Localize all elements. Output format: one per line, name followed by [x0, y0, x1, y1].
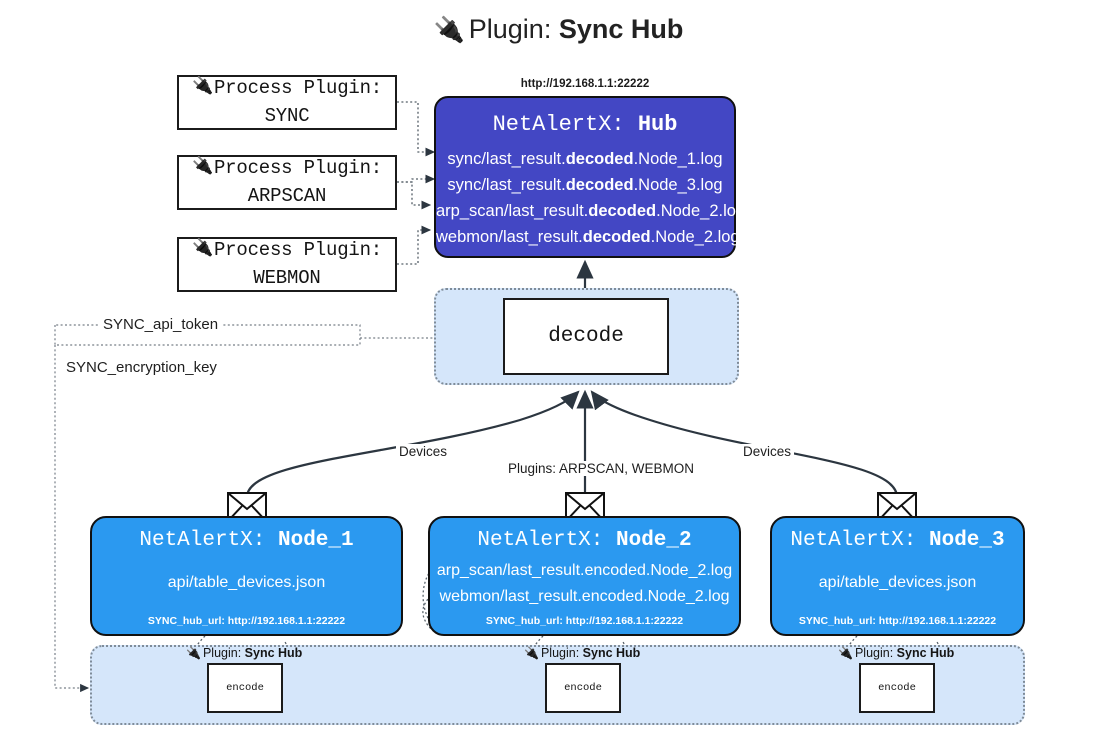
node-title: NetAlertX: Node_3 [790, 529, 1004, 552]
edge-label-plugins-middle: Plugins: ARPSCAN, WEBMON [505, 461, 698, 476]
log-post: .Node_2.log [656, 201, 746, 220]
process-plugin-label: Process Plugin: [213, 156, 382, 179]
node-line: api/table_devices.json [818, 574, 977, 591]
node-box-node-3[interactable]: NetAlertX: Node_3 api/table_devices.json… [770, 516, 1025, 636]
encoder-plugin-tag: 🔌 Plugin: Sync Hub [524, 646, 640, 660]
node-title-prefix: NetAlertX: [790, 529, 917, 552]
edge-label-devices-right: Devices [740, 444, 795, 459]
process-plugin-header: 🔌 Process Plugin: [192, 155, 382, 183]
process-plugin-header: 🔌 Process Plugin: [192, 237, 382, 265]
process-plugin-name: WEBMON [253, 266, 321, 289]
node-title-prefix: NetAlertX: [477, 529, 604, 552]
encoder-tag-prefix: Plugin: [854, 646, 894, 660]
process-plugin-box-sync[interactable]: 🔌 Process Plugin: SYNC [177, 75, 397, 130]
hub-log-line: arp_scan/last_result.decoded.Node_2.log [436, 199, 745, 225]
log-pre: sync/last_result. [447, 175, 566, 194]
log-pre: webmon/last_result. [436, 227, 583, 246]
plug-icon: 🔌 [524, 646, 539, 660]
hub-url-label: http://192.168.1.1:22222 [520, 78, 650, 90]
node-line: api/table_devices.json [167, 574, 326, 591]
log-strong: decoded [565, 175, 634, 194]
node-footer: SYNC_hub_url: http://192.168.1.1:22222 [798, 615, 997, 627]
encoder-plugin-tag: 🔌 Plugin: Sync Hub [838, 646, 954, 660]
node-title-name: Node_3 [929, 529, 1005, 552]
encoder-plugin-tag: 🔌 Plugin: Sync Hub [186, 646, 302, 660]
plug-icon: 🔌 [192, 240, 213, 260]
process-plugin-header: 🔌 Process Plugin: [192, 75, 382, 103]
log-pre: sync/last_result. [447, 150, 566, 168]
edge-label-devices-left: Devices [396, 444, 451, 459]
node-title: NetAlertX: Node_1 [139, 529, 353, 552]
process-plugin-name: SYNC [264, 104, 310, 127]
page-title-name: Sync Hub [558, 14, 684, 44]
node-footer: SYNC_hub_url: http://192.168.1.1:22222 [485, 615, 684, 627]
log-post: .Node_3.log [633, 175, 723, 194]
encoder-tag-prefix: Plugin: [540, 646, 580, 660]
node-title-name: Node_1 [278, 529, 354, 552]
hub-log-line: sync/last_result.decoded.Node_1.log [436, 147, 734, 173]
encode-box-node-3[interactable]: encode [859, 663, 935, 713]
log-post: .Node_2.log [650, 227, 740, 246]
process-plugin-box-webmon[interactable]: 🔌 Process Plugin: WEBMON [177, 237, 397, 292]
encoder-tag-name: Sync Hub [896, 646, 955, 660]
node-line: webmon/last_result.encoded.Node_2.log [439, 588, 730, 606]
page-title: 🔌Plugin: Sync Hub [0, 14, 1117, 45]
plug-icon: 🔌 [192, 78, 213, 98]
plug-icon: 🔌 [433, 16, 465, 44]
hub-title: NetAlertX: Hub [436, 112, 734, 137]
encode-box-node-1[interactable]: encode [207, 663, 283, 713]
plug-icon: 🔌 [192, 158, 213, 178]
process-plugin-name: ARPSCAN [247, 184, 327, 207]
node-footer: SYNC_hub_url: http://192.168.1.1:22222 [147, 615, 346, 627]
node-line: arp_scan/last_result.encoded.Node_2.log [436, 562, 733, 579]
hub-title-name: Hub [637, 112, 678, 137]
log-strong: decoded [588, 201, 657, 220]
plug-icon: 🔌 [838, 646, 853, 660]
node-box-node-1[interactable]: NetAlertX: Node_1 api/table_devices.json… [90, 516, 403, 636]
log-strong: decoded [582, 227, 651, 246]
hub-title-prefix: NetAlertX: [492, 112, 625, 137]
page-title-prefix: Plugin: [468, 14, 552, 44]
node-title-name: Node_2 [616, 529, 692, 552]
process-plugin-box-arpscan[interactable]: 🔌 Process Plugin: ARPSCAN [177, 155, 397, 210]
encoder-tag-name: Sync Hub [244, 646, 303, 660]
sync-api-token-label: SYNC_api_token [100, 316, 222, 333]
hub-log-line: sync/last_result.decoded.Node_3.log [436, 173, 734, 199]
plug-icon: 🔌 [186, 646, 201, 660]
log-post: .Node_1.log [633, 150, 723, 168]
sync-encryption-key-label: SYNC_encryption_key [63, 359, 220, 376]
encoder-tag-prefix: Plugin: [202, 646, 242, 660]
log-pre: arp_scan/last_result. [436, 201, 589, 220]
decode-box[interactable]: decode [503, 298, 669, 375]
encoder-tag-name: Sync Hub [582, 646, 641, 660]
hub-log-line: webmon/last_result.decoded.Node_2.log [436, 225, 740, 251]
node-title-prefix: NetAlertX: [139, 529, 266, 552]
encode-box-node-2[interactable]: encode [545, 663, 621, 713]
log-strong: decoded [565, 150, 634, 168]
process-plugin-label: Process Plugin: [213, 238, 382, 261]
process-plugin-label: Process Plugin: [213, 76, 382, 99]
node-title: NetAlertX: Node_2 [477, 529, 691, 552]
node-box-node-2[interactable]: NetAlertX: Node_2 arp_scan/last_result.e… [428, 516, 741, 636]
hub-box[interactable]: NetAlertX: Hub sync/last_result.decoded.… [434, 96, 745, 258]
